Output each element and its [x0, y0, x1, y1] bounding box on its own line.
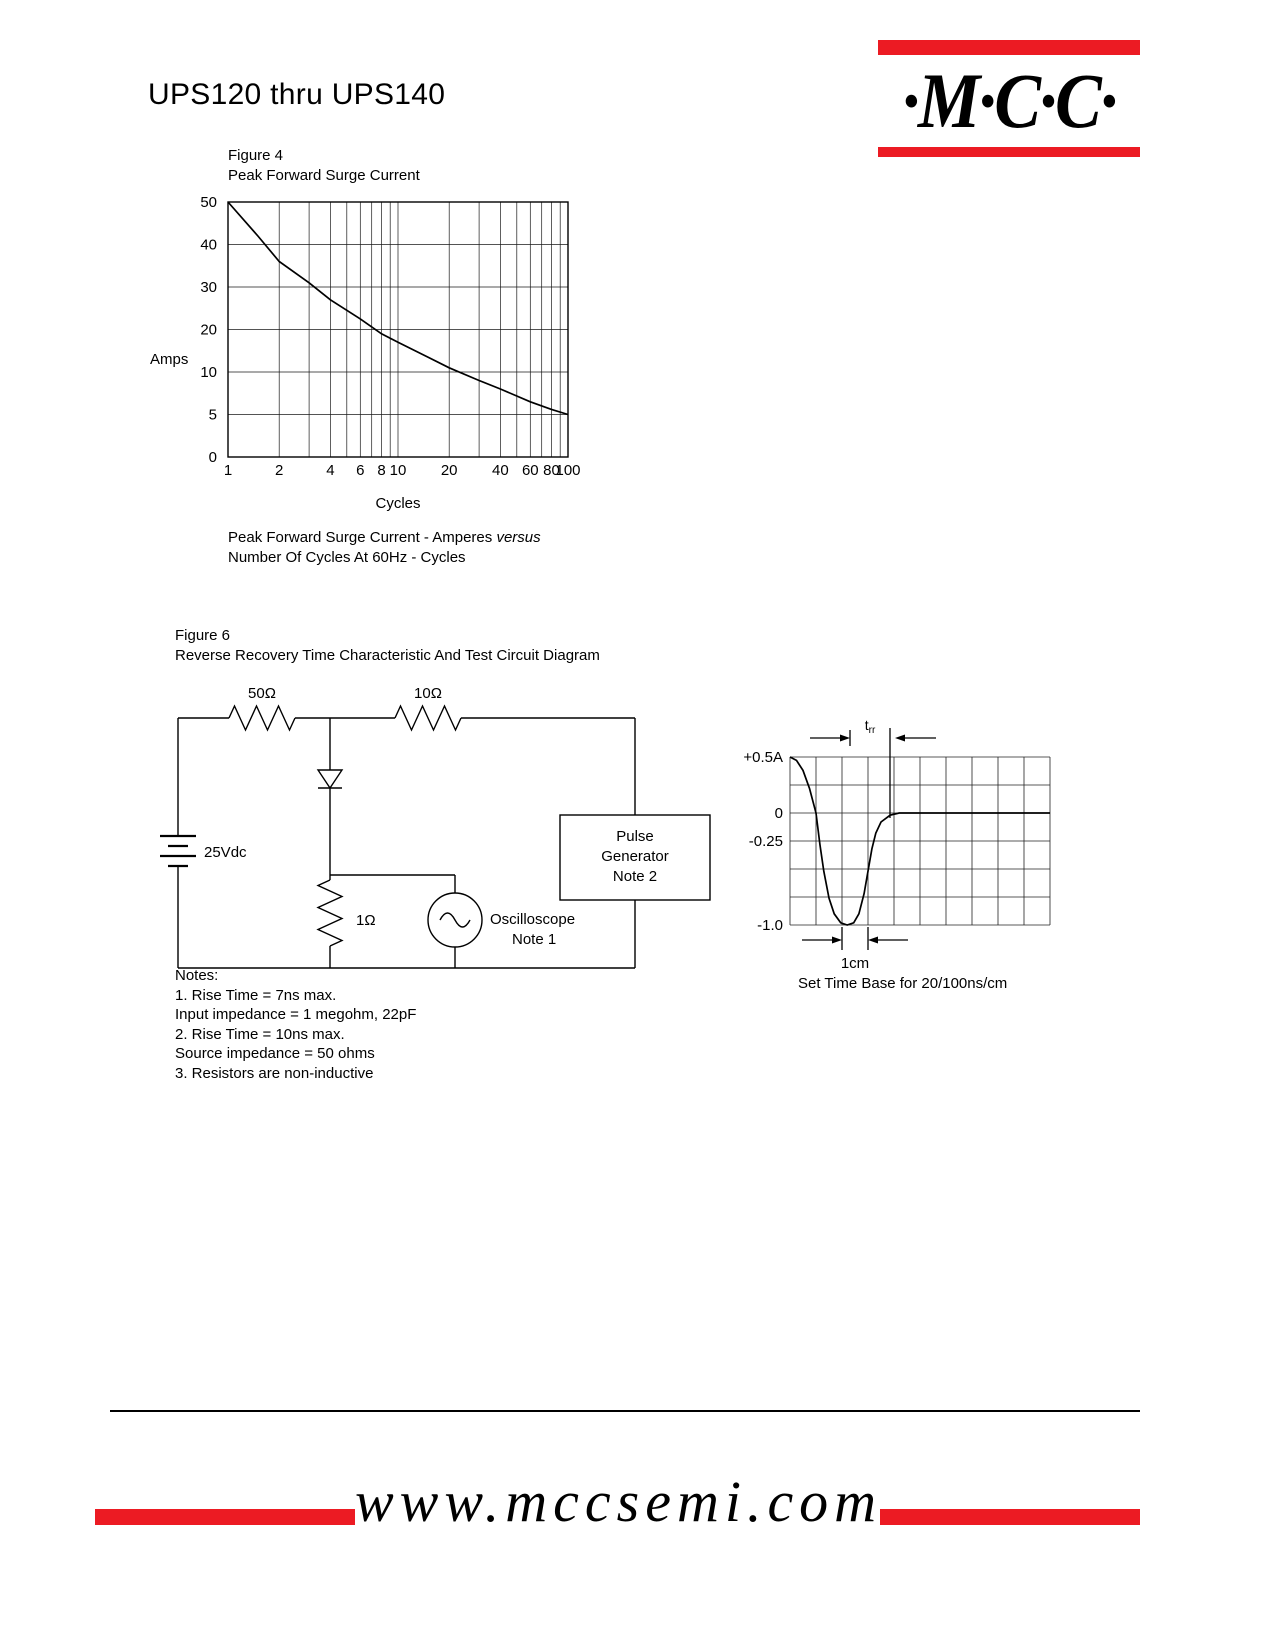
svg-text:40: 40 — [200, 237, 217, 254]
battery-label: 25Vdc — [204, 844, 247, 861]
recovery-waveform-chart: +0.5A 0 -0.25 -1.0 trr 1cm Set Time Base fo… — [743, 717, 1051, 992]
svg-text:6: 6 — [356, 462, 364, 479]
figure6-title: Reverse Recovery Time Characteristic And… — [175, 647, 600, 664]
waveform-plot: +0.5A 0 -0.25 -1.0 — [743, 749, 1051, 934]
pulse-generator-line3: Note 2 — [613, 868, 657, 885]
caption-versus: versus — [496, 529, 541, 546]
test-circuit-diagram: 50Ω 10Ω 25Vdc 1Ω Oscilloscope Note 1 Pul… — [160, 685, 711, 969]
svg-text:10: 10 — [200, 364, 217, 381]
figure4-caption: Peak Forward Surge Current - Amperes ver… — [228, 528, 541, 568]
pulse-generator-line1: Pulse — [616, 828, 654, 845]
logo-bar-top — [878, 40, 1140, 55]
sine-wave-icon — [439, 912, 471, 928]
svg-text:2: 2 — [275, 462, 283, 479]
svg-text:20: 20 — [441, 462, 458, 479]
trr-annotation — [810, 728, 936, 818]
diode-symbol — [316, 769, 344, 790]
figure6-header: Figure 6 Reverse Recovery Time Character… — [175, 626, 600, 666]
oscilloscope-branch-wire — [330, 874, 456, 968]
timebase-label: Set Time Base for 20/100ns/cm — [798, 975, 1007, 992]
svg-text:0: 0 — [209, 449, 217, 466]
figure6-label: Figure 6 — [175, 627, 231, 644]
svg-text:8: 8 — [377, 462, 385, 479]
svg-text:50: 50 — [200, 194, 217, 211]
battery-symbol — [160, 834, 196, 868]
page-title: UPS120 thru UPS140 — [148, 78, 446, 111]
pulse-generator-line2: Generator — [601, 848, 669, 865]
x-axis-label: Cycles — [375, 495, 420, 512]
svg-text:60: 60 — [522, 462, 539, 479]
circuit-wires — [160, 704, 711, 969]
footer-url: www.mccsemi.com — [355, 1469, 883, 1534]
figure4-header: Figure 4 Peak Forward Surge Current — [228, 146, 420, 186]
cm-label: 1cm — [841, 955, 869, 972]
oscilloscope-label: Oscilloscope — [490, 911, 575, 928]
resistor-50ohm — [228, 704, 296, 732]
svg-text:100: 100 — [555, 462, 580, 479]
note-line: 3. Resistors are non-inductive — [175, 1064, 374, 1082]
note-line: 2. Rise Time = 10ns max. — [175, 1025, 345, 1043]
footer-divider — [110, 1410, 1140, 1412]
resistor-50-label: 50Ω — [248, 685, 276, 702]
note-line: 1. Rise Time = 7ns max. — [175, 986, 337, 1004]
notes-heading: Notes: — [175, 967, 219, 984]
footer-bar-left — [95, 1509, 355, 1525]
figure4-title: Peak Forward Surge Current — [228, 167, 420, 184]
one-cm-annotation — [802, 927, 908, 950]
cm-arrowhead-left — [832, 936, 842, 944]
svg-text:-1.0: -1.0 — [757, 917, 783, 934]
svg-text:20: 20 — [200, 322, 217, 339]
mcc-logo: ·M·C·C· — [878, 40, 1140, 157]
notes-block: Notes: 1. Rise Time = 7ns max. Input imp… — [175, 966, 416, 1083]
note-line: Source impedance = 50 ohms — [175, 1045, 375, 1062]
trr-arrowhead-left — [840, 734, 850, 742]
trr-arrowhead-right — [895, 734, 905, 742]
figure4-label: Figure 4 — [228, 147, 284, 164]
resistor-1ohm — [316, 879, 344, 947]
svg-text:5: 5 — [209, 407, 217, 424]
svg-text:40: 40 — [492, 462, 509, 479]
resistor-1-label: 1Ω — [356, 912, 376, 929]
svg-text:10: 10 — [390, 462, 407, 479]
pulse-generator-box — [559, 814, 711, 901]
svg-text:4: 4 — [326, 462, 334, 479]
logo-bar-bottom — [878, 147, 1140, 157]
resistor-10ohm — [394, 704, 462, 732]
svg-text:0: 0 — [775, 805, 783, 822]
svg-text:-0.25: -0.25 — [749, 833, 783, 850]
trr-label: trr — [865, 717, 876, 736]
logo-text: ·M·C·C· — [902, 57, 1117, 144]
svg-text:80: 80 — [543, 462, 560, 479]
svg-text:30: 30 — [200, 279, 217, 296]
footer-bar-right — [880, 1509, 1140, 1525]
svg-text:1: 1 — [224, 462, 232, 479]
trr-label-t: t — [865, 717, 869, 733]
y-axis-label: Amps — [150, 351, 188, 368]
caption-text: Peak Forward Surge Current - Amperes — [228, 529, 493, 546]
svg-text:+0.5A: +0.5A — [743, 749, 783, 766]
trr-label-sub: rr — [869, 725, 876, 736]
oscilloscope-note: Note 1 — [512, 931, 556, 948]
cm-arrowhead-right — [868, 936, 878, 944]
oscilloscope-symbol — [427, 892, 483, 948]
caption-line2: Number Of Cycles At 60Hz - Cycles — [228, 549, 466, 566]
resistor-10-label: 10Ω — [414, 685, 442, 702]
note-line: Input impedance = 1 megohm, 22pF — [175, 1006, 417, 1023]
caption-line1: Peak Forward Surge Current - Amperes ver… — [228, 528, 541, 548]
